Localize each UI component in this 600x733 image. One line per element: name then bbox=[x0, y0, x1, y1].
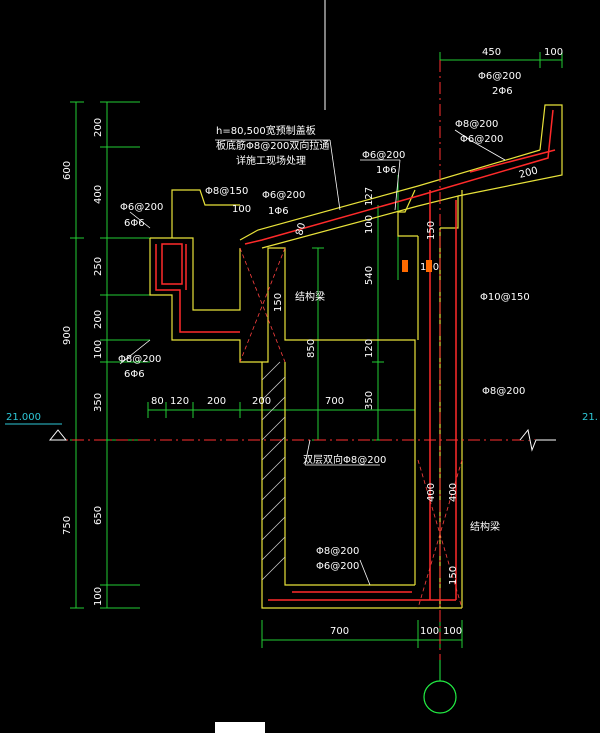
concrete-outline bbox=[149, 104, 563, 609]
dim-bottom-100a: 100 bbox=[420, 626, 439, 637]
floor-bar-note: 双层双向Φ8@200 bbox=[303, 453, 386, 466]
bar-label-top-right-2: 2Φ6 bbox=[492, 86, 513, 97]
dim-inner-650: 650 bbox=[93, 506, 104, 525]
bar-label-right-upper-1: Φ8@200 bbox=[455, 119, 498, 130]
dim-v-100: 100 bbox=[232, 204, 251, 215]
reference-lines bbox=[324, 0, 556, 452]
dim-top-450: 450 bbox=[482, 47, 501, 58]
marker-a bbox=[402, 260, 408, 272]
axis-bubble bbox=[423, 680, 457, 714]
dim-v-200: 200 bbox=[518, 165, 539, 181]
dim-v-540: 540 bbox=[364, 266, 375, 285]
slab-note-2: 板底筋Φ8@200双向拉通 bbox=[216, 139, 329, 152]
dim-v-350: 350 bbox=[364, 391, 375, 410]
bottom-bar-label-2: Φ6@200 bbox=[316, 561, 359, 572]
dim-inner-100b: 100 bbox=[93, 587, 104, 606]
bar-label-left-top-2: 6Φ6 bbox=[124, 218, 145, 229]
bar-label-left-top-1: Φ6@200 bbox=[120, 202, 163, 213]
dim-inner-200b: 200 bbox=[93, 310, 104, 329]
dim-inner-350: 350 bbox=[93, 393, 104, 412]
bar-label-inner-1: Φ6@200 bbox=[262, 190, 305, 201]
dim-left-750: 750 bbox=[62, 516, 73, 535]
dim-h-120: 120 bbox=[170, 396, 189, 407]
struct-beam-label-2: 结构梁 bbox=[470, 520, 500, 533]
dim-h-200a: 200 bbox=[207, 396, 226, 407]
slab-note-3: 详施工现场处理 bbox=[236, 154, 306, 167]
marker-b bbox=[426, 260, 432, 272]
dim-left-600: 600 bbox=[62, 161, 73, 180]
bar-label-wall-2: Φ8@200 bbox=[482, 386, 525, 397]
bar-label-left-bottom-2: 6Φ6 bbox=[124, 369, 145, 380]
dim-h-700: 700 bbox=[325, 396, 344, 407]
hatch bbox=[261, 361, 286, 581]
bar-label-left-bottom-1: Φ8@200 bbox=[118, 354, 161, 365]
bar-label-right-upper-2: Φ6@200 bbox=[460, 134, 503, 145]
bar-label-mid-2: 1Φ6 bbox=[376, 165, 397, 176]
elevation-left: 21.000 bbox=[6, 412, 41, 423]
centerlines bbox=[50, 60, 540, 680]
dim-top-100: 100 bbox=[544, 47, 563, 58]
dim-v-120: 120 bbox=[364, 339, 375, 358]
dim-bottom-100b: 100 bbox=[443, 626, 462, 637]
dim-v-150a: 150 bbox=[273, 293, 284, 312]
title-block-fragment bbox=[215, 722, 265, 733]
elevation-marker bbox=[5, 423, 68, 441]
struct-beam-label-1: 结构梁 bbox=[295, 290, 325, 303]
bar-label-mid-1: Φ6@200 bbox=[362, 150, 405, 161]
dim-h-80: 80 bbox=[151, 396, 164, 407]
dim-inner-200a: 200 bbox=[93, 118, 104, 137]
dim-inner-250: 250 bbox=[93, 257, 104, 276]
bar-label-top-right-1: Φ6@200 bbox=[478, 71, 521, 82]
bar-label-inner-2: 1Φ6 bbox=[268, 206, 289, 217]
dim-v-127: 127 bbox=[364, 187, 375, 206]
elevation-right: 21. bbox=[582, 412, 598, 423]
dim-v-400: 400 bbox=[426, 483, 437, 502]
leader-lines bbox=[119, 129, 506, 586]
dim-v-400b: 400 bbox=[448, 483, 459, 502]
dim-bottom-700: 700 bbox=[330, 626, 349, 637]
slab-note-1: h=80,500宽预制盖板 bbox=[216, 124, 316, 137]
bar-label-150: Φ8@150 bbox=[205, 186, 248, 197]
dim-v-150b: 150 bbox=[426, 221, 437, 240]
dim-v-850: 850 bbox=[306, 339, 317, 358]
bar-label-wall-1: Φ10@150 bbox=[480, 292, 530, 303]
dim-v-150c: 150 bbox=[448, 566, 459, 585]
rebar bbox=[155, 109, 556, 601]
bottom-bar-label-1: Φ8@200 bbox=[316, 546, 359, 557]
dim-inner-400: 400 bbox=[93, 185, 104, 204]
dim-v-100b: 100 bbox=[364, 215, 375, 234]
dim-inner-100: 100 bbox=[93, 340, 104, 359]
dim-v-80: 80 bbox=[294, 222, 308, 237]
dim-h-200b: 200 bbox=[252, 396, 271, 407]
dim-left-900: 900 bbox=[62, 326, 73, 345]
